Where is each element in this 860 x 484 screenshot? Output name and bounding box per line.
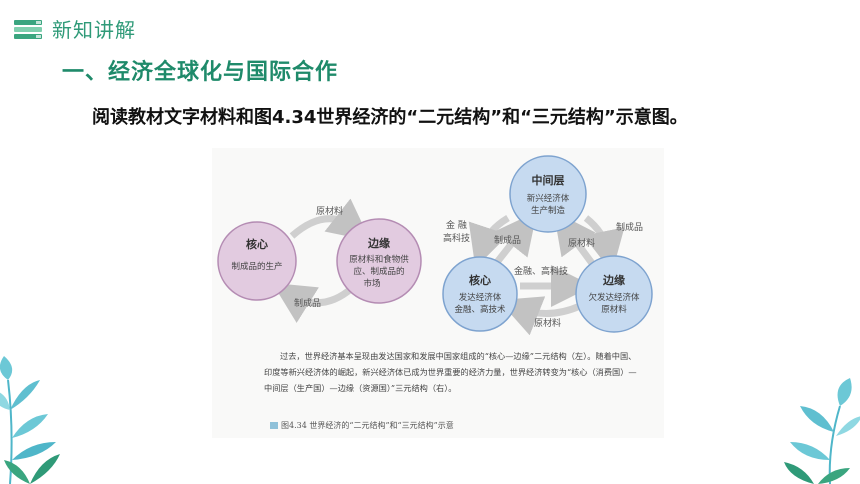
ternary-periphery-title: 边缘 — [602, 273, 625, 287]
binary-periphery-circle — [336, 218, 422, 304]
arrow-raw-left — [498, 296, 582, 336]
arrow-raw-up — [553, 211, 597, 269]
ternary-label-finance-2: 高科技 — [443, 232, 470, 244]
ternary-middle-circle — [509, 155, 587, 233]
ternary-periphery-sub-2: 原材料 — [601, 304, 627, 315]
binary-structure: 原材料 制成品 核心 制成品的生产 边缘 原材料和食物供 应、制成品的 市场 — [217, 198, 422, 323]
ternary-periphery-sub-1: 欠发达经济体 — [588, 292, 640, 303]
ternary-label-goods-left: 制成品 — [494, 234, 521, 246]
binary-periphery-sub-2: 应、制成品的 — [353, 266, 404, 277]
ternary-label-raw-bottom: 原材料 — [534, 317, 561, 329]
ternary-label-goods-right: 制成品 — [616, 221, 643, 233]
ternary-middle-sub-2: 生产制造 — [531, 205, 566, 216]
ternary-middle-title: 中间层 — [532, 173, 565, 187]
ternary-label-finance-mid: 金融、高科技 — [514, 265, 568, 277]
structure-diagram: 原材料 制成品 核心 制成品的生产 边缘 原材料和食物供 应、制成品的 市场 金… — [217, 155, 653, 336]
ternary-label-raw-mid: 原材料 — [568, 237, 595, 249]
ternary-core-title: 核心 — [469, 273, 491, 287]
binary-bottom-arrow-label: 制成品 — [294, 297, 321, 309]
ternary-core-sub-2: 金融、高技术 — [454, 304, 506, 315]
ternary-label-finance-1: 金 融 — [446, 219, 467, 231]
ternary-structure: 金 融 高科技 制成品 制成品 原材料 金融、高科技 原材料 中间层 新兴经济体… — [442, 155, 653, 336]
instruction-text: 阅读教材文字材料和图4.34世界经济的“二元结构”和“三元结构”示意图。 — [92, 107, 688, 128]
binary-top-arrow-label: 原材料 — [316, 205, 343, 217]
ternary-core-sub-1: 发达经济体 — [459, 292, 502, 303]
arrow-raw-materials — [289, 198, 371, 241]
binary-core-circle — [217, 221, 297, 301]
ternary-core-circle — [442, 256, 518, 332]
leaf-plant-icon — [770, 376, 860, 484]
stacked-books-icon — [12, 18, 46, 42]
section-title: 新知讲解 — [52, 18, 136, 42]
main-heading: 一、经济全球化与国际合作 — [62, 60, 339, 85]
ternary-middle-sub-1: 新兴经济体 — [527, 193, 570, 204]
binary-periphery-sub-3: 市场 — [363, 278, 380, 289]
arrow-manufactures — [272, 282, 355, 323]
figure-caption: 过去，世界经济基本呈现由发达国家和发展中国家组成的“核心—边缘”二元结构（左）。… — [264, 351, 637, 393]
binary-periphery-sub-1: 原材料和食物供 — [349, 254, 409, 265]
textbook-figure: 原材料 制成品 核心 制成品的生产 边缘 原材料和食物供 应、制成品的 市场 金… — [212, 148, 664, 438]
figure-label-text: 图4.34 世界经济的“二元结构”和“三元结构”示意 — [281, 421, 454, 430]
leaf-plant-icon — [0, 350, 70, 484]
binary-core-title: 核心 — [246, 237, 268, 251]
binary-core-sub: 制成品的生产 — [231, 261, 282, 272]
binary-periphery-title: 边缘 — [367, 236, 390, 250]
ternary-periphery-circle — [575, 255, 653, 333]
arrow-finance-up — [491, 211, 538, 269]
figure-label: 图4.34 世界经济的“二元结构”和“三元结构”示意 — [270, 420, 454, 431]
